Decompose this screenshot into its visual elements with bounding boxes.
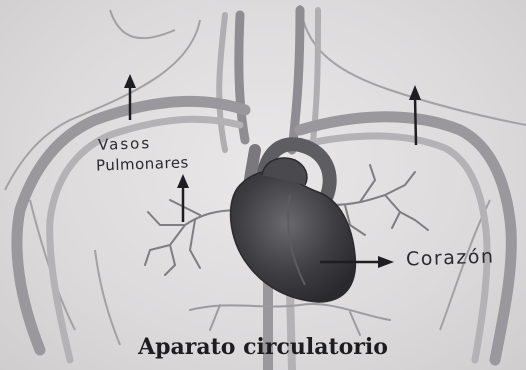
torso-outline-left — [95, 250, 120, 345]
jugular-left — [219, 15, 225, 150]
arrow-up-lung-icon — [177, 174, 189, 222]
heart-body — [231, 172, 356, 302]
neck-outline-left — [110, 10, 175, 38]
carotid-left — [239, 15, 245, 140]
pulmonary-branch-right — [330, 195, 385, 205]
diagram-caption: Aparato circulatorio — [0, 334, 526, 360]
pulmonary-twig-right-1 — [360, 165, 415, 228]
label-vasos: Vasos — [98, 134, 152, 154]
label-corazon: Corazón — [406, 245, 495, 270]
neck-outline-right — [300, 5, 390, 90]
pulmonary-twig-right-2 — [345, 205, 428, 235]
label-pulmonares: Pulmonares — [96, 153, 189, 174]
